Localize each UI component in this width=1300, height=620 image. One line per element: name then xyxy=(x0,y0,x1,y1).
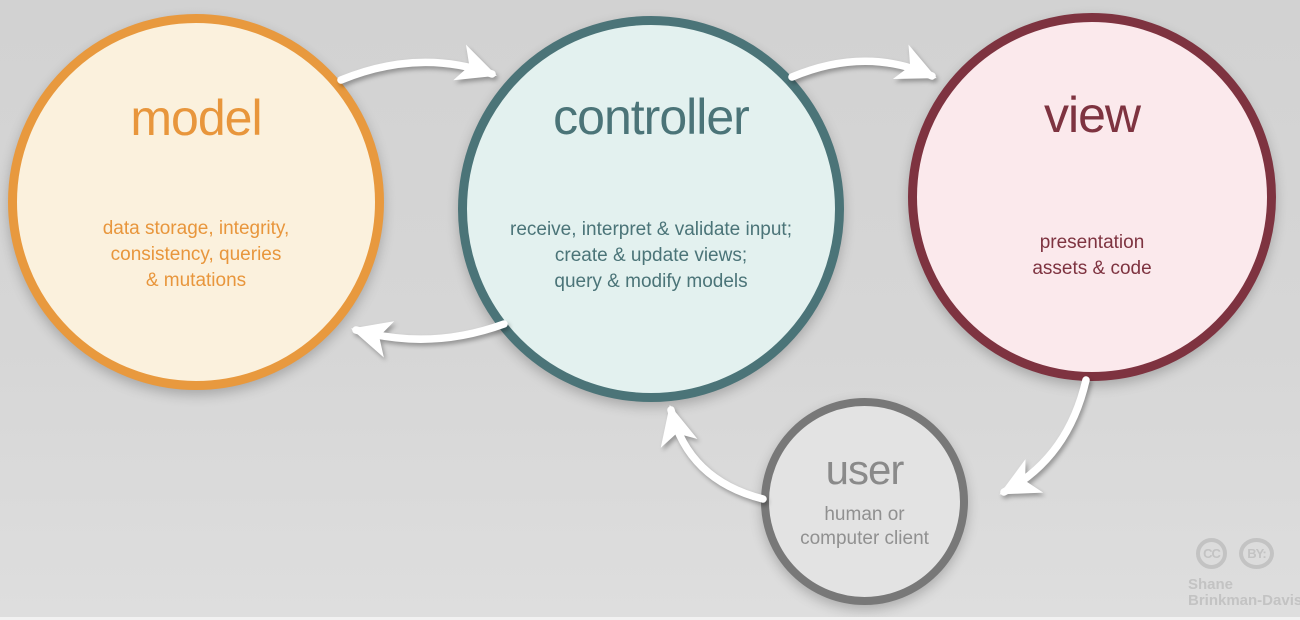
user-node: user human or computer client xyxy=(761,398,968,605)
attribution-author-line1: Shane xyxy=(1188,576,1234,593)
view-node: view presentation assets & code xyxy=(908,13,1276,381)
controller-title: controller xyxy=(553,89,750,145)
user-description: human or computer client xyxy=(769,503,960,551)
cc-attribution: CC BY: Shane Brinkman-Davis xyxy=(1188,538,1300,608)
controller-description-line: create & update views; xyxy=(554,245,748,266)
user-title: user xyxy=(825,446,905,493)
attribution-author-line2: Brinkman-Davis xyxy=(1188,592,1300,609)
cc-by-icon-label: BY: xyxy=(1247,546,1266,561)
model-node: model data storage, integrity, consisten… xyxy=(8,14,384,390)
cc-badge-icons: CC BY: xyxy=(1196,538,1300,569)
model-description-line: data storage, integrity, xyxy=(102,218,290,239)
view-description-line: assets & code xyxy=(1032,258,1152,279)
cc-icon: CC xyxy=(1196,538,1227,569)
view-title: view xyxy=(1043,87,1141,143)
view-description-line: presentation xyxy=(1039,232,1145,253)
user-description-line: computer client xyxy=(800,528,929,549)
arrow-user-to-controller xyxy=(660,404,767,503)
model-description: data storage, integrity, consistency, qu… xyxy=(17,216,375,294)
user-description-line: human or xyxy=(824,504,905,525)
model-description-line: & mutations xyxy=(145,270,247,291)
view-description: presentation assets & code xyxy=(917,230,1267,282)
arrow-model-to-controller xyxy=(337,44,497,84)
controller-node: controller receive, interpret & validate… xyxy=(458,16,844,402)
arrow-view-to-user xyxy=(999,376,1090,496)
controller-description-line: receive, interpret & validate input; xyxy=(510,219,792,240)
bottom-edge-strip xyxy=(0,617,1300,620)
controller-description: receive, interpret & validate input; cre… xyxy=(467,217,835,295)
arrow-controller-to-view xyxy=(788,44,937,81)
model-title: model xyxy=(130,90,262,146)
model-description-line: consistency, queries xyxy=(110,244,282,265)
cc-by-icon: BY: xyxy=(1239,538,1274,569)
arrow-controller-to-model xyxy=(351,320,508,358)
cc-icon-label: CC xyxy=(1203,546,1221,561)
controller-description-line: query & modify models xyxy=(554,271,748,292)
